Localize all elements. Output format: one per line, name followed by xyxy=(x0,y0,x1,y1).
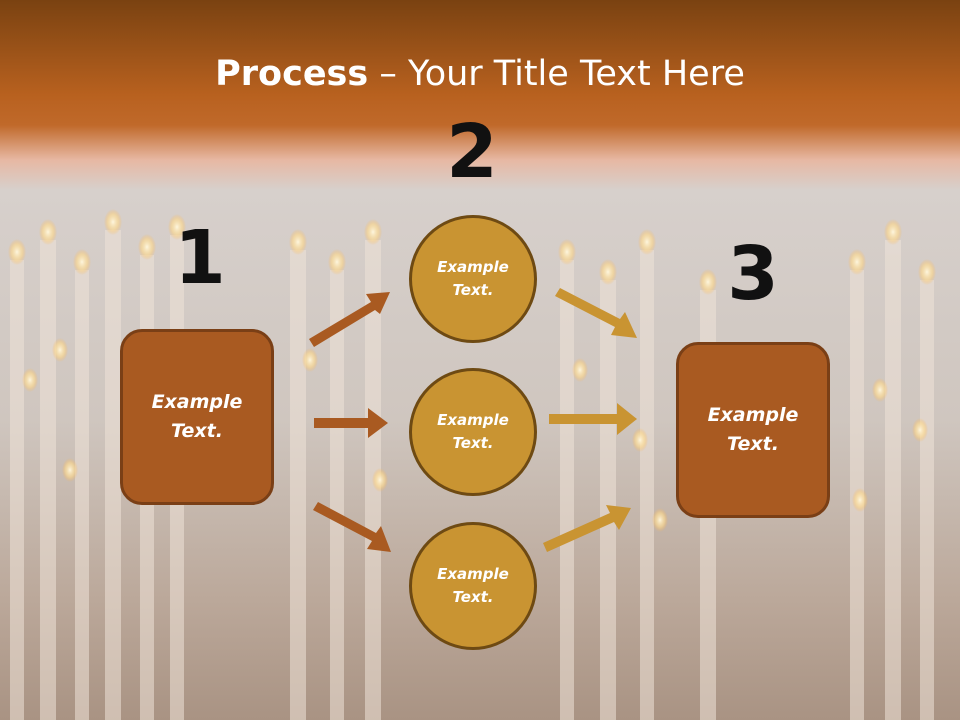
step-number-1: 1 xyxy=(174,215,226,301)
title-rest: – Your Title Text Here xyxy=(368,54,745,94)
slide-title: Process – Your Title Text Here xyxy=(0,52,960,96)
title-bold: Process xyxy=(215,54,369,94)
step-number-3: 3 xyxy=(727,231,779,317)
middle-circle-1-label: Example Text. xyxy=(437,258,509,299)
arrow-to-circle-1 xyxy=(309,292,390,347)
target-box-label: Example Text. xyxy=(707,404,799,455)
arrow-from-circle-3 xyxy=(543,505,631,552)
source-box-label: Example Text. xyxy=(151,391,243,442)
arrow-to-circle-2 xyxy=(314,408,388,438)
arrow-from-circle-1 xyxy=(555,288,637,338)
middle-circle-2-label: Example Text. xyxy=(437,411,509,452)
arrow-to-circle-3 xyxy=(313,502,391,552)
target-box[interactable]: Example Text. xyxy=(676,342,830,518)
middle-circle-3[interactable]: Example Text. xyxy=(409,522,537,650)
step-number-2: 2 xyxy=(446,109,498,195)
arrow-from-circle-2 xyxy=(549,403,637,435)
middle-circle-2[interactable]: Example Text. xyxy=(409,368,537,496)
middle-circle-1[interactable]: Example Text. xyxy=(409,215,537,343)
middle-circle-3-label: Example Text. xyxy=(437,565,509,606)
candle-background-image xyxy=(8,209,936,720)
source-box[interactable]: Example Text. xyxy=(120,329,274,505)
